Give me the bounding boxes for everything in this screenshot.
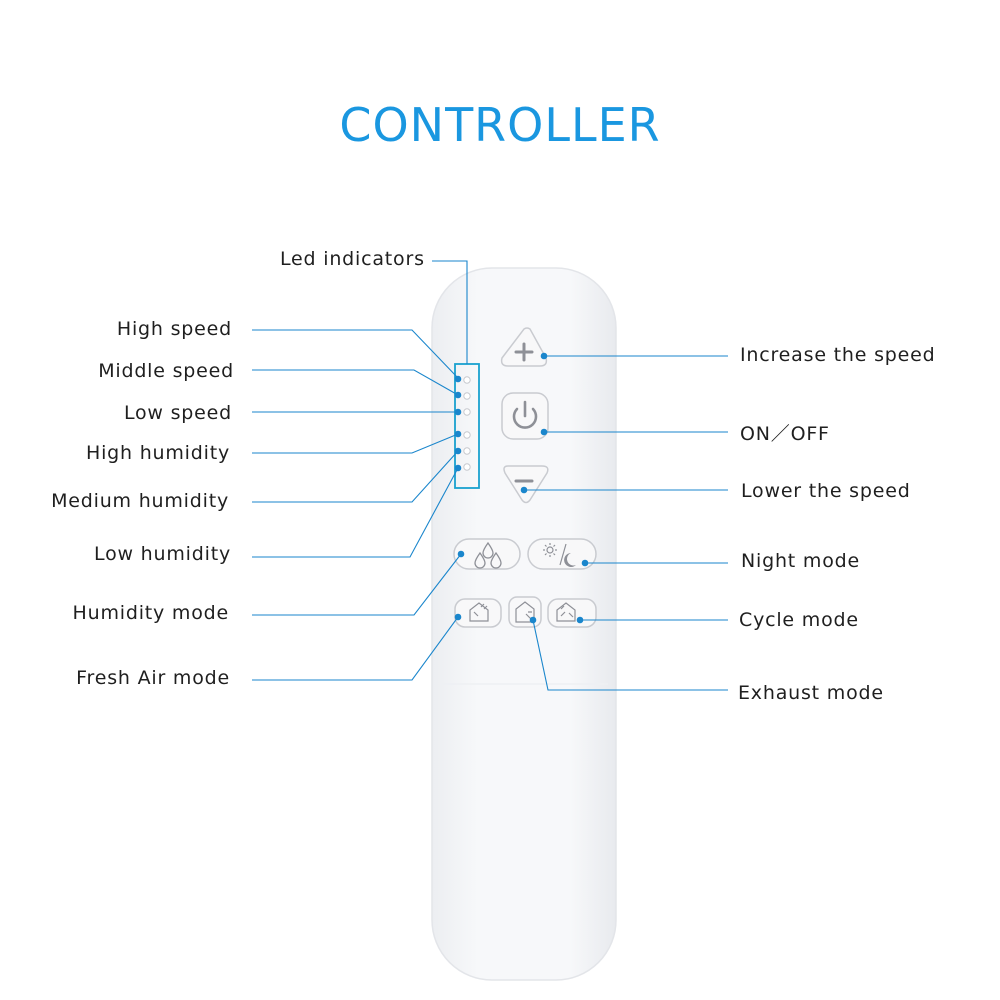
exhaust-mode-button[interactable] [508,596,542,628]
led-high-humidity [463,431,471,439]
lower-speed-button[interactable] [503,465,549,504]
label-increase-speed: Increase the speed [740,344,936,366]
led-middle-speed [463,392,471,400]
label-low-humidity: Low humidity [94,543,231,565]
leader-fresh-air-mode [252,616,459,681]
cycle-mode-button[interactable] [547,598,597,628]
label-high-speed: High speed [116,318,232,340]
leader-low-humidity [252,467,459,558]
led-low-speed [463,408,471,416]
leader-dots [454,352,589,624]
led-medium-humidity [463,447,471,455]
label-led-indicators: Led indicators [280,248,425,270]
label-humidity-mode: Humidity mode [72,602,229,624]
increase-speed-button[interactable] [500,327,548,367]
led-indicator-panel [454,363,480,489]
power-icon [512,400,538,429]
leader-humidity-mode [252,553,462,616]
humidity-mode-button[interactable] [453,538,521,570]
label-night-mode: Night mode [741,550,860,572]
fresh-air-mode-button[interactable] [454,598,502,628]
leader-led-indicators [432,260,468,364]
label-high-humidity: High humidity [85,442,230,464]
label-lower-speed: Lower the speed [741,480,911,502]
leader-high-humidity [252,433,459,454]
diagram-title: CONTROLLER [339,98,661,152]
led-low-humidity [463,463,471,471]
label-on-off: ON／OFF [740,423,830,445]
label-fresh-air-mode: Fresh Air mode [76,667,230,689]
label-medium-humidity: Medium humidity [51,490,229,512]
leader-middle-speed [252,369,459,396]
led-lights [463,376,471,471]
house-cycle-icon [556,602,576,622]
label-middle-speed: Middle speed [98,360,234,382]
led-high-speed [463,376,471,384]
label-cycle-mode: Cycle mode [739,609,859,631]
water-drops-icon [474,541,502,569]
label-exhaust-mode: Exhaust mode [738,682,884,704]
leader-high-speed [252,329,459,379]
leader-lines [252,260,728,691]
plus-icon [514,342,534,362]
leader-medium-humidity [252,450,459,503]
label-low-speed: Low speed [123,402,232,424]
leader-exhaust-mode [532,619,728,691]
night-mode-button[interactable] [527,538,597,570]
power-button[interactable] [501,392,549,440]
house-fresh-air-icon [469,602,489,622]
sun-moon-icon [543,543,576,567]
